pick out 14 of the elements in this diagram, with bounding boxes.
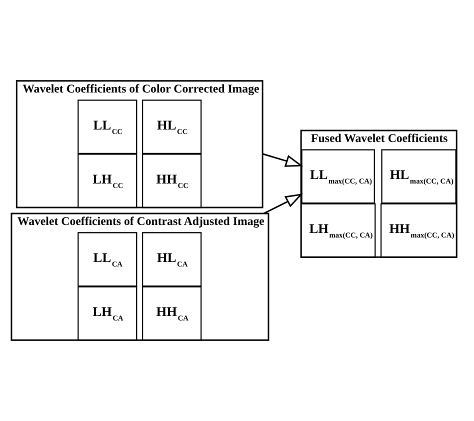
arrow xyxy=(264,194,304,214)
node-box: HH$_{CC}$ xyxy=(142,154,202,208)
node-box: LL$_{CA}$ xyxy=(78,232,138,287)
node-box: HH$_{CA}$ xyxy=(142,286,202,341)
node-box: LL$_{max(CC, CA)}$ xyxy=(301,149,375,204)
node-box: LH$_{CA}$ xyxy=(78,286,138,341)
node-box: HL$_{CA}$ xyxy=(142,232,202,287)
node-box: LH$_{CC}$ xyxy=(78,154,138,208)
arrow xyxy=(262,153,304,167)
node-box: HL$_{max(CC, CA)}$ xyxy=(381,149,456,204)
node-box: LH$_{max(CC, CA)}$ xyxy=(300,203,376,258)
node-box: LL$_{CC}$ xyxy=(78,100,138,154)
node-box: HH$_{max(CC, CA)}$ xyxy=(380,203,458,258)
node-box: HL$_{CC}$ xyxy=(142,100,202,154)
